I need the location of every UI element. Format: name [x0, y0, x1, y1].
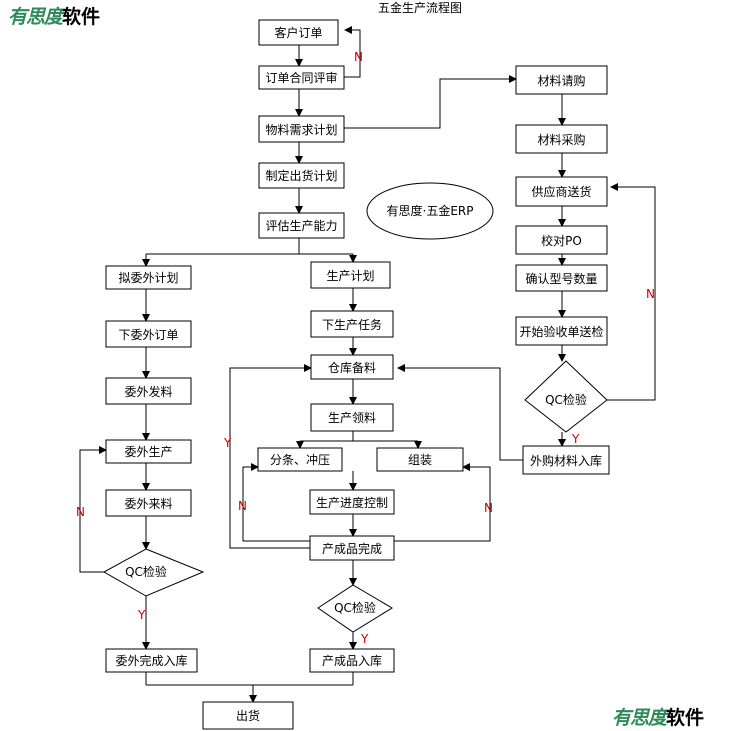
node-label: 生产进度控制 [316, 495, 388, 510]
decision-label: QC检验 [545, 392, 587, 407]
node-capacity-eval: 评估生产能力 [258, 212, 345, 239]
ellipse-label: 有思度·五金ERP [387, 203, 474, 218]
node-product-done: 产成品完成 [309, 535, 395, 561]
node-label: 订单合同评审 [265, 70, 337, 85]
node-label: 分条、冲压 [270, 452, 330, 467]
node-outsource-produce: 委外生产 [105, 439, 192, 464]
erp-ellipse: 有思度·五金ERP [366, 182, 494, 240]
node-label: 委外发料 [124, 384, 172, 399]
node-label: 委外来料 [124, 497, 172, 511]
node-split-press: 分条、冲压 [257, 447, 343, 472]
node-ship: 出货 [202, 701, 294, 730]
node-warehouse-prep: 仓库备料 [310, 354, 394, 380]
node-material-purchase: 材料采购 [515, 124, 608, 154]
label-yes-outsource: Y [137, 608, 146, 622]
decision-qc-product: QC检验 [317, 584, 393, 633]
label-no-split: N [238, 499, 247, 513]
label-no-assemble: N [484, 501, 493, 515]
node-assemble: 组装 [376, 447, 464, 472]
node-label: 委外生产 [124, 445, 172, 459]
connectors [79, 26, 656, 703]
node-start-inspect: 开始验收单送检 [515, 316, 608, 346]
node-customer-order: 客户订单 [258, 19, 339, 46]
label-no-review: N [354, 50, 363, 64]
decision-qc-outsource: QC检验 [102, 548, 205, 597]
node-label: 校对PO [541, 233, 582, 248]
node-label: 仓库备料 [328, 360, 376, 375]
node-supplier-delivery: 供应商送货 [515, 176, 608, 207]
label-no-outsource: N [76, 505, 85, 519]
brand-logo-top: 有思度软件 [8, 2, 100, 29]
node-label: 物料需求计划 [265, 123, 337, 137]
label-yes-product-loop: Y [223, 436, 232, 450]
node-label: 客户订单 [274, 25, 322, 40]
node-label: 委外完成入库 [115, 653, 187, 668]
node-confirm-qty: 确认型号数量 [515, 264, 608, 292]
node-production-plan: 生产计划 [310, 261, 391, 289]
node-purchase-in: 外购材料入库 [522, 445, 610, 475]
node-label: 材料请购 [537, 73, 585, 88]
node-material-plan: 物料需求计划 [258, 115, 345, 143]
decision-nodes: QC检验 QC检验 QC检验 [102, 360, 608, 633]
node-label: 制定出货计划 [265, 168, 337, 183]
brand-logo-text: 软件 [62, 6, 101, 28]
node-outsource-receive: 委外来料 [105, 489, 192, 517]
node-label: 评估生产能力 [265, 219, 337, 233]
decision-label: QC检验 [125, 564, 167, 579]
chart-title: 五金生产流程图 [378, 0, 462, 15]
node-production-pick: 生产领料 [310, 403, 394, 432]
node-order-review: 订单合同评审 [258, 65, 345, 90]
node-label: 供应商送货 [531, 184, 591, 199]
node-check-po: 校对PO [515, 225, 608, 255]
brand-logo-bottom: 有思度软件 [612, 703, 704, 730]
node-outsource-plan: 拟委外计划 [105, 265, 192, 290]
branch-labels: N N Y Y N N Y N Y [76, 50, 655, 646]
node-label: 材料采购 [537, 132, 585, 147]
node-production-task: 下生产任务 [310, 310, 394, 338]
brand-logo-text: 软件 [666, 707, 705, 729]
node-label: 下生产任务 [322, 317, 382, 332]
node-label: 生产计划 [326, 269, 374, 283]
node-label: 拟委外计划 [118, 271, 178, 285]
node-shipping-plan: 制定出货计划 [258, 162, 345, 189]
node-outsource-feed: 委外发料 [105, 377, 192, 405]
node-material-request: 材料请购 [515, 65, 608, 95]
node-outsource-order: 下委外订单 [105, 320, 192, 348]
label-yes-purchase: Y [571, 432, 580, 446]
node-progress-control: 生产进度控制 [309, 489, 395, 515]
decision-label: QC检验 [334, 600, 376, 615]
brand-logo-mark: 有思度 [612, 707, 667, 729]
process-boxes: 客户订单 订单合同评审 物料需求计划 制定出货计划 评估生产能力 拟委外计划 下… [105, 19, 610, 730]
node-label: 出货 [236, 708, 260, 723]
node-label: 确认型号数量 [525, 271, 597, 286]
node-outsource-done-in: 委外完成入库 [105, 648, 198, 673]
node-label: 组装 [408, 453, 432, 467]
node-product-in: 产成品入库 [309, 648, 395, 673]
node-label: 生产领料 [328, 411, 376, 425]
node-label: 下委外订单 [118, 328, 178, 342]
node-label: 产成品入库 [322, 653, 382, 668]
node-label: 外购材料入库 [530, 453, 602, 468]
label-yes-product: Y [360, 632, 369, 646]
decision-qc-purchase: QC检验 [524, 360, 608, 433]
node-label: 产成品完成 [322, 541, 382, 556]
brand-logo-mark: 有思度 [8, 6, 63, 28]
label-no-purchase: N [646, 287, 655, 301]
node-label: 开始验收单送检 [519, 324, 603, 339]
